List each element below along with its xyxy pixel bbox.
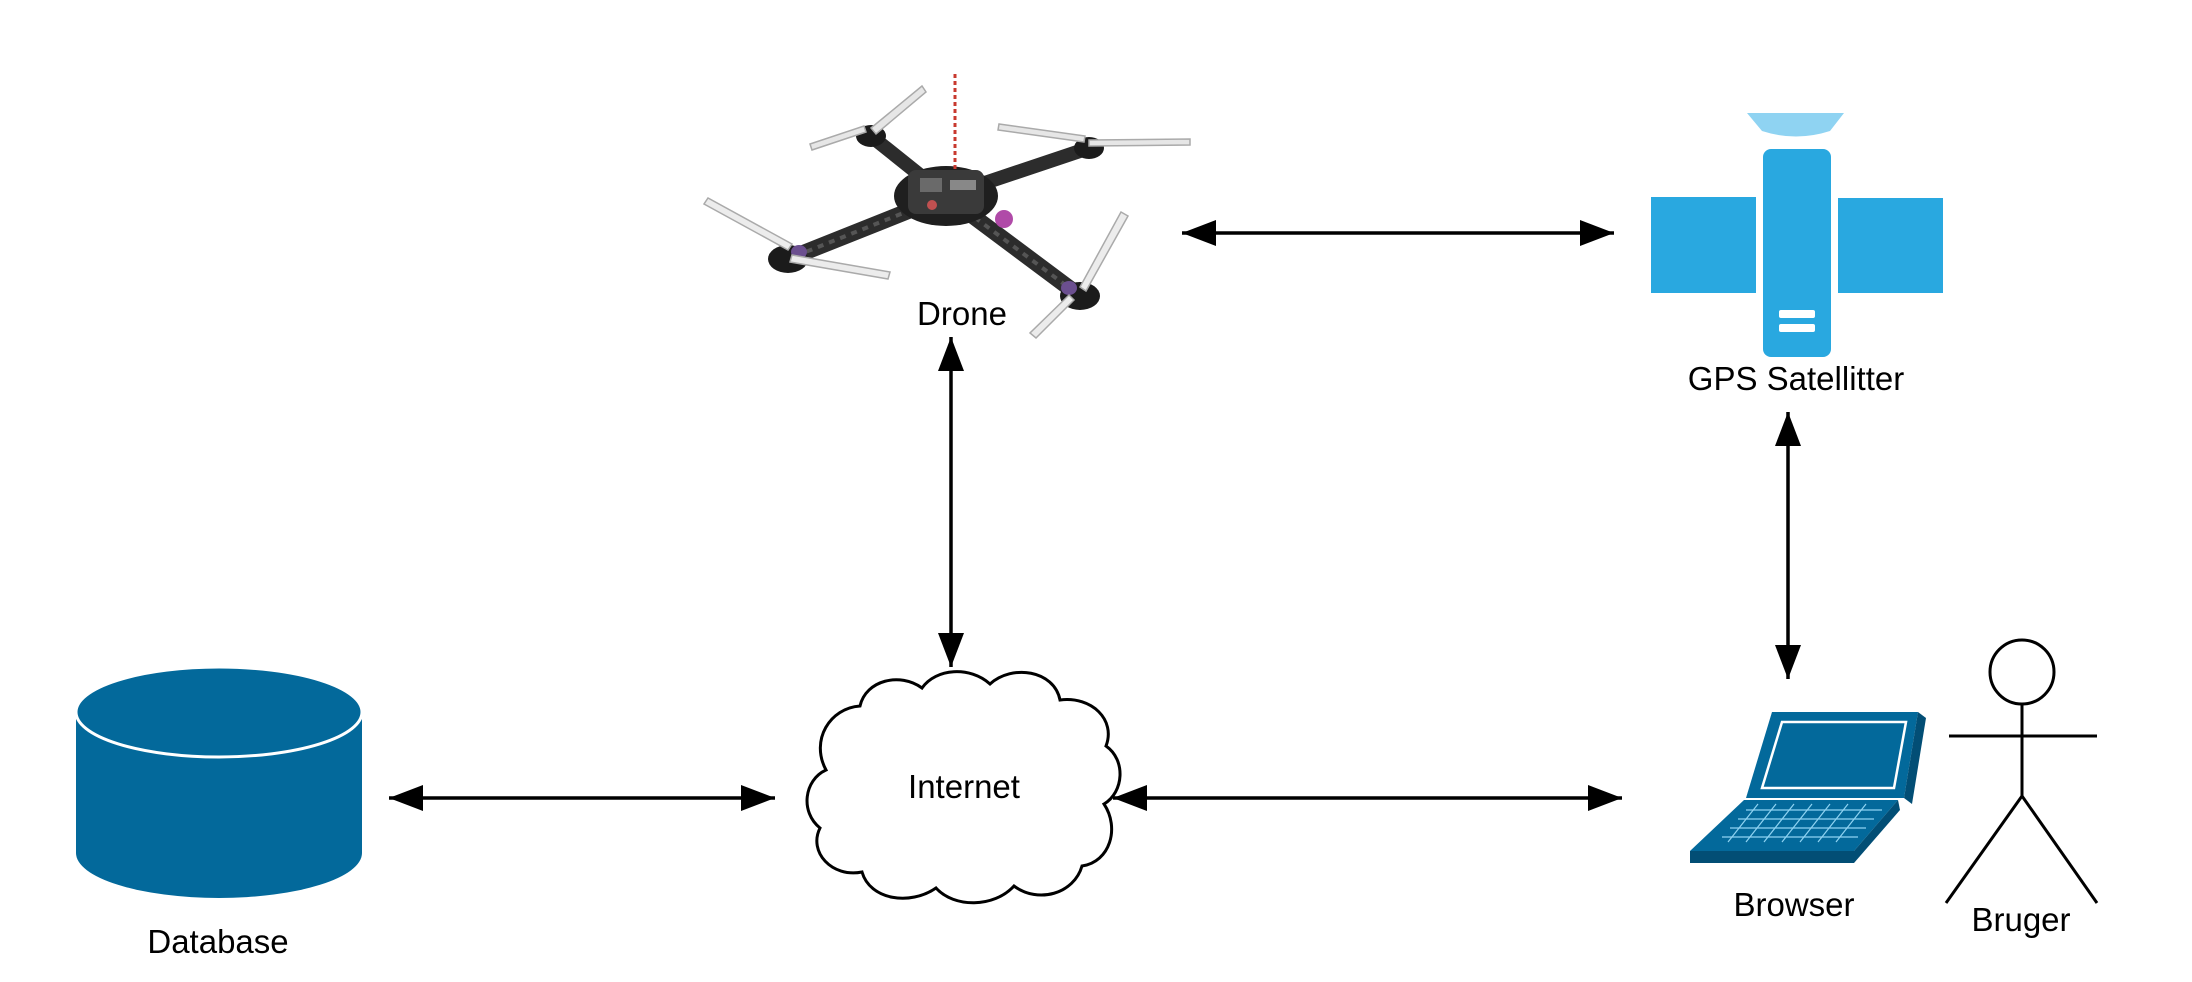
drone-label: Drone (917, 295, 1007, 332)
stick-figure-icon (1944, 638, 2099, 904)
laptop-icon (1690, 712, 1926, 863)
database-label: Database (147, 923, 289, 960)
browser-label: Browser (1733, 886, 1855, 923)
satellite-icon (1651, 113, 1943, 357)
database-cylinder-icon (74, 665, 364, 898)
user-label: Bruger (1971, 901, 2071, 938)
drone-icon (702, 74, 1191, 340)
internet-label: Internet (908, 768, 1020, 805)
satellite-label: GPS Satellitter (1687, 360, 1905, 397)
cloud-icon (805, 670, 1122, 905)
